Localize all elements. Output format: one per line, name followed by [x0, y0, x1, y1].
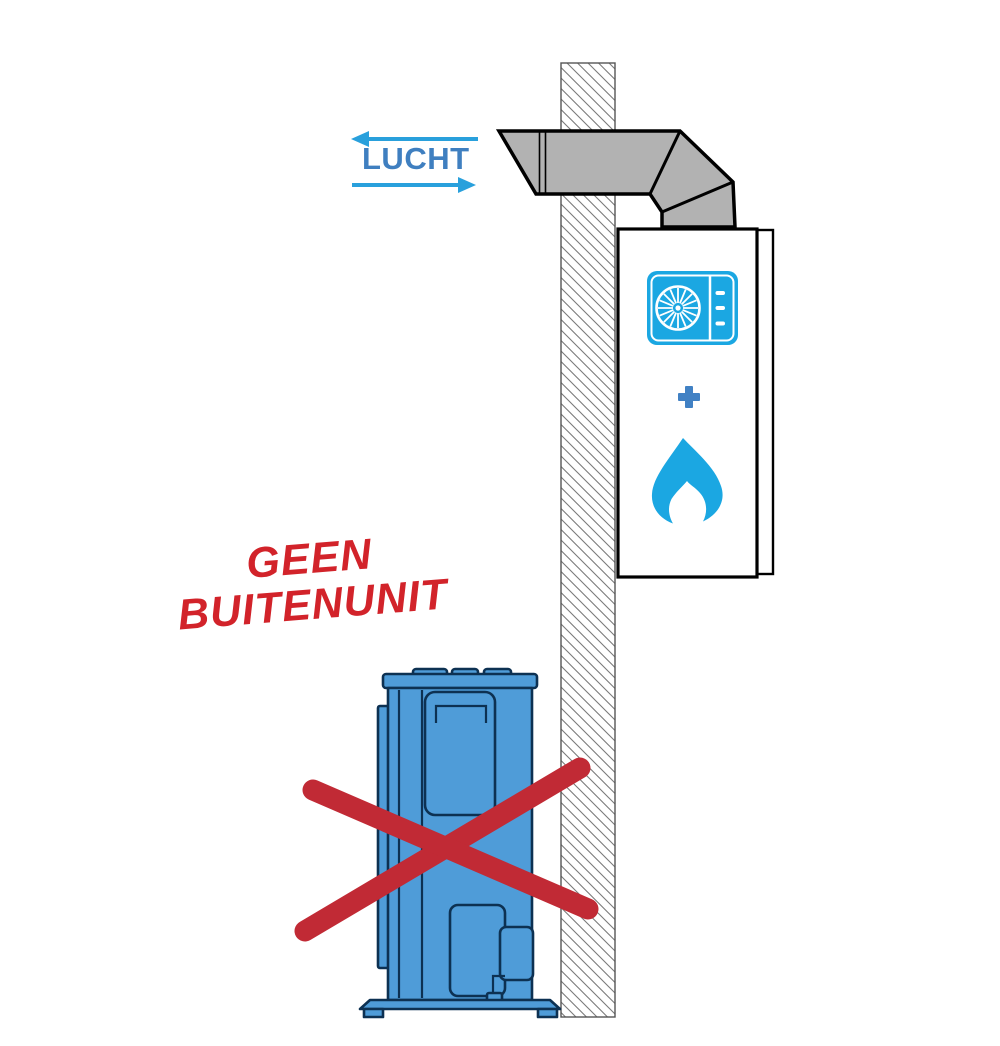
air-flow-arrows-icon: [351, 131, 478, 193]
gas-flame-icon: [651, 438, 723, 524]
arrow-right-head: [458, 177, 476, 193]
outdoor-unit-right-foot: [536, 1007, 559, 1019]
outdoor-unit-bracket-detail: [434, 704, 488, 723]
air-label: LUCHT: [362, 141, 470, 176]
wall-section: [560, 62, 616, 1018]
outdoor-unit-valve-panel: [498, 925, 535, 982]
outdoor-unit-upper-panel: [423, 690, 497, 817]
fan-spokes: [658, 288, 698, 328]
badge-dashes: [715, 291, 725, 326]
outdoor-unit-base-rail: [358, 998, 562, 1011]
arrow-left-head: [351, 131, 369, 147]
duct-seam: [538, 132, 547, 193]
plus-icon: [678, 386, 700, 408]
fan-ring: [655, 285, 701, 331]
outdoor-unit-left-foot: [362, 1007, 385, 1019]
outdoor-unit-lower-panel: [448, 903, 507, 998]
fan-hub: [675, 305, 681, 311]
outdoor-unit-top-cap: [381, 672, 539, 690]
red-cross-icon: [294, 757, 599, 942]
duct-elbow-joints: [648, 130, 734, 214]
heat-pump-fan-icon: [647, 271, 738, 345]
air-duct-body: [495, 129, 737, 229]
outdoor-unit-panel-step: [491, 974, 505, 995]
cross-stroke-2: [302, 779, 599, 920]
air-duct: [495, 129, 737, 229]
